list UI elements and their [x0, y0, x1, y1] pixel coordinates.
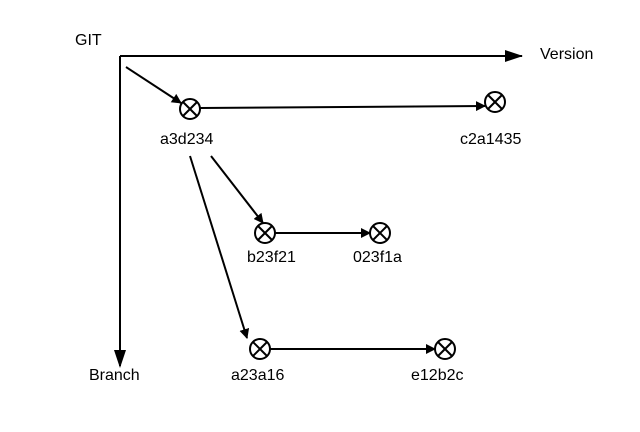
commit-node-023f1a — [369, 222, 391, 244]
commit-edges — [125, 66, 486, 354]
version-axis-label: Version — [540, 46, 593, 63]
edge-a3d234-to-a23a16 — [189, 155, 250, 339]
edge-a3d234-to-b23f21 — [210, 155, 264, 224]
commit-node-a23a16 — [249, 338, 271, 360]
edge-origin-to-a3d234 — [125, 66, 182, 104]
commit-label-023f1a: 023f1a — [353, 249, 402, 266]
commit-label-e12b2c: e12b2c — [411, 367, 464, 384]
commit-label-a3d234: a3d234 — [160, 131, 213, 148]
commit-cross-icon — [372, 225, 388, 241]
commit-node-c2a1435 — [484, 91, 506, 113]
diagram-title: GIT — [75, 32, 102, 49]
branch-axis-label: Branch — [89, 367, 140, 384]
commit-cross-icon — [487, 94, 503, 110]
commit-cross-icon — [182, 101, 198, 117]
commit-node-a3d234 — [179, 98, 201, 120]
commit-cross-icon — [257, 225, 273, 241]
branch-axis-arrowhead — [114, 350, 126, 368]
commit-label-b23f21: b23f21 — [247, 249, 296, 266]
commit-node-b23f21 — [254, 222, 276, 244]
commit-labels: a3d234 c2a1435 b23f21 023f1a a23a16 e12b2c — [160, 131, 521, 384]
commit-nodes — [179, 91, 506, 360]
commit-cross-icon — [437, 341, 453, 357]
edge-a3d234-to-c2a1435 — [199, 101, 486, 112]
commit-label-c2a1435: c2a1435 — [460, 131, 521, 148]
commit-label-a23a16: a23a16 — [231, 367, 284, 384]
commit-node-e12b2c — [434, 338, 456, 360]
commit-cross-icon — [252, 341, 268, 357]
